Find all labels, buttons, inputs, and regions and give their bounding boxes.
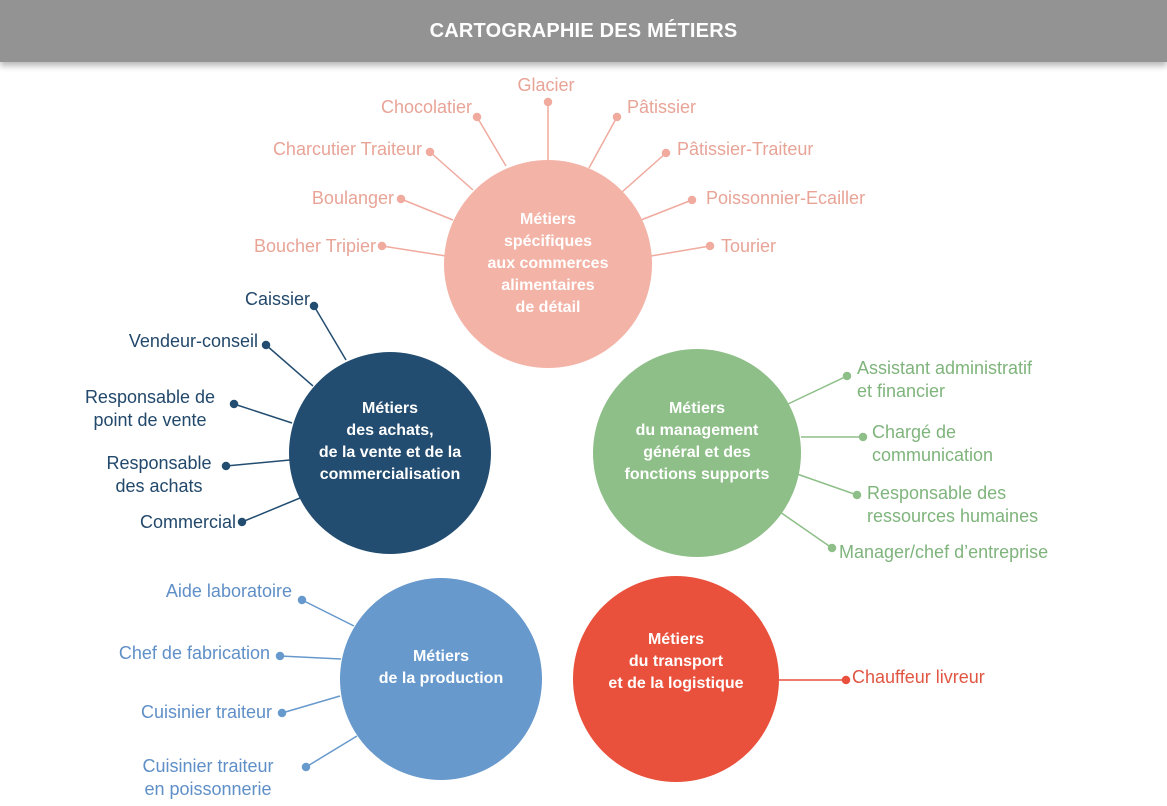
- connector-rh: [796, 473, 858, 496]
- connector-dot: [842, 371, 852, 381]
- circle-management: [593, 349, 801, 557]
- connector-dot: [841, 675, 851, 685]
- job-aide-laboratoire: Aide laboratoire: [165, 581, 292, 601]
- connector-dot: [261, 340, 271, 350]
- connector-dot: [309, 301, 319, 311]
- job-cuisinier-traiteur-poissonnerie: Cuisinier traiteur en poissonnerie: [142, 756, 274, 799]
- connector-dot: [827, 543, 837, 553]
- connector-dot: [661, 148, 671, 158]
- connector-tourier: [650, 245, 711, 257]
- connector-aide-labo: [301, 599, 355, 627]
- connector-responsable-achats: [225, 459, 291, 467]
- connector-dot: [705, 241, 715, 251]
- connector-dot: [612, 112, 622, 122]
- connector-dot: [275, 651, 285, 661]
- connector-dot: [858, 432, 868, 442]
- connector-chef-fab: [279, 655, 342, 660]
- job-chef-de-fabrication: Chef de fabrication: [118, 643, 270, 663]
- connector-poissonnier: [640, 199, 693, 221]
- job-caissier: Caissier: [244, 289, 310, 309]
- connector-patissier: [588, 116, 618, 169]
- connector-dot: [687, 195, 697, 205]
- connector-dot: [297, 595, 307, 605]
- circle-production: [340, 578, 542, 780]
- title-banner: CARTOGRAPHIE DES MÉTIERS: [0, 0, 1167, 62]
- job-glacier: Glacier: [517, 75, 575, 95]
- connector-commercial: [241, 497, 301, 523]
- connector-vendeur: [265, 344, 314, 387]
- job-chocolatier: Chocolatier: [380, 97, 472, 117]
- job-assistant-administratif: Assistant administratif et financier: [857, 358, 1033, 401]
- circle-vente: [289, 352, 491, 554]
- job-responsable-rh: Responsable des ressources humaines: [867, 483, 1039, 526]
- connector-cuisinier: [281, 695, 341, 714]
- job-responsable-des-achats: Responsable des achats: [106, 453, 212, 496]
- connector-caissier: [313, 305, 347, 361]
- connector-dot: [396, 194, 406, 204]
- job-boucher-tripier: Boucher Tripier: [253, 236, 376, 256]
- page-title: CARTOGRAPHIE DES MÉTIERS: [429, 19, 738, 42]
- job-poissonnier-ecailler: Poissonnier-Ecailler: [706, 188, 866, 208]
- connector-chocolatier: [476, 116, 507, 167]
- connector-charcutier: [429, 151, 474, 191]
- connector-dot: [221, 461, 231, 471]
- connector-responsable-pdv: [233, 403, 293, 424]
- job-patissier-traiteur: Pâtissier-Traiteur: [677, 139, 814, 159]
- connector-dot: [277, 708, 287, 718]
- connector-dot: [301, 762, 311, 772]
- connector-boulanger: [400, 198, 454, 221]
- job-manager-chef-entreprise: Manager/chef d’entreprise: [839, 542, 1049, 562]
- circle-commerces: [444, 160, 652, 368]
- job-cuisinier-traiteur: Cuisinier traiteur: [140, 702, 272, 722]
- job-patissier: Pâtissier: [627, 97, 697, 117]
- connector-boucher: [381, 245, 447, 257]
- job-responsable-point-de-vente: Responsable de point de vente: [84, 387, 216, 430]
- connector-assistant: [787, 375, 848, 405]
- job-charcutier-traiteur: Charcutier Traiteur: [272, 139, 422, 159]
- job-chauffeur-livreur: Chauffeur livreur: [852, 667, 985, 687]
- connector-cuisinier-poisson: [305, 735, 358, 768]
- job-charge-de-communication: Chargé de communication: [872, 422, 994, 465]
- connector-dot: [425, 147, 435, 157]
- connector-dot: [472, 112, 482, 122]
- connector-patissier-traiteur: [621, 152, 667, 193]
- job-boulanger: Boulanger: [311, 188, 394, 208]
- circle-transport: [573, 576, 779, 782]
- connector-manager: [779, 511, 833, 549]
- connector-dot: [377, 241, 387, 251]
- job-tourier: Tourier: [721, 236, 777, 256]
- connector-dot: [237, 517, 247, 527]
- job-vendeur-conseil: Vendeur-conseil: [128, 331, 258, 351]
- job-commercial: Commercial: [139, 512, 236, 532]
- connector-dot: [852, 490, 862, 500]
- connector-dot: [543, 97, 553, 107]
- connector-dot: [229, 399, 239, 409]
